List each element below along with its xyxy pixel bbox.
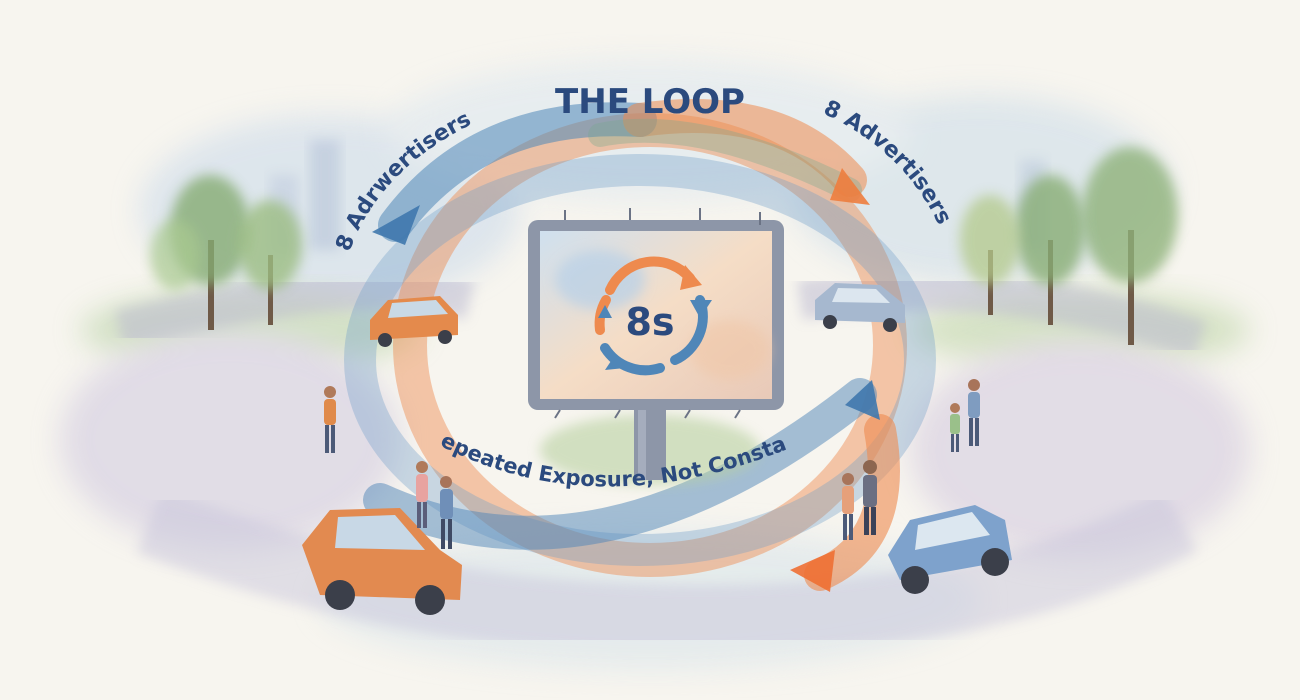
person-icon xyxy=(950,403,960,452)
billboard-timer: 8s xyxy=(625,300,674,344)
car-icon xyxy=(302,508,462,615)
person-icon xyxy=(863,460,877,535)
person-icon xyxy=(968,379,980,446)
person-icon xyxy=(440,476,453,549)
person-icon xyxy=(842,473,854,540)
car-icon xyxy=(888,505,1012,594)
tree-icon xyxy=(960,147,1178,345)
loop-title: THE LOOP xyxy=(555,82,745,122)
person-icon xyxy=(416,461,428,528)
cycle-arrows-icon xyxy=(594,256,712,376)
person-icon xyxy=(324,386,336,453)
tree-icon xyxy=(150,175,302,330)
car-icon xyxy=(370,296,458,347)
arrow-heads xyxy=(372,168,880,592)
billboard-icon xyxy=(528,208,784,480)
car-icon xyxy=(815,283,905,332)
